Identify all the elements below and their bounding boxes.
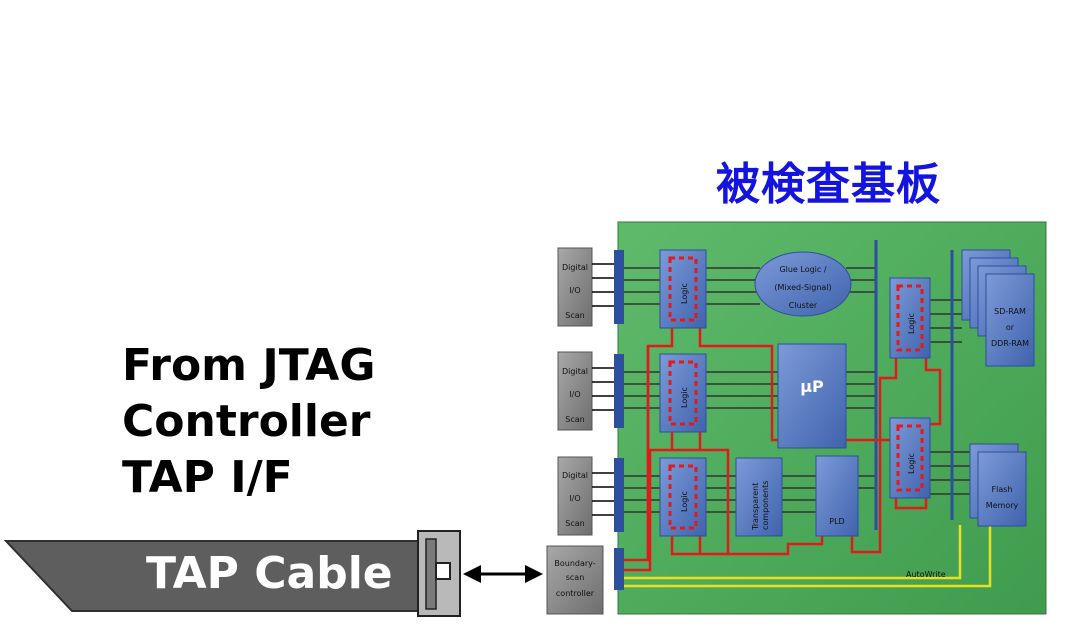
io-scan-2-line3: Scan xyxy=(565,415,584,424)
io-scan-1-line2: I/O xyxy=(569,286,580,295)
up-label: µP xyxy=(800,377,824,396)
logic-label-1: Logic xyxy=(680,283,689,304)
bidirectional-arrow xyxy=(463,565,543,583)
glue-line2: (Mixed-Signal) xyxy=(774,283,831,292)
pld xyxy=(815,455,859,537)
transparent-line2: components xyxy=(761,481,770,530)
io-scan-2-line2: I/O xyxy=(569,390,580,399)
io-scan-3-line1: Digital xyxy=(562,471,588,480)
sdram-line3: DDR-RAM xyxy=(991,339,1029,348)
from-line-2: Controller xyxy=(122,396,371,447)
io-scan-2-line1: Digital xyxy=(562,367,588,376)
tap-cable-label: TAP Cable xyxy=(146,548,393,599)
glue-line1: Glue Logic / xyxy=(779,265,826,274)
logic-label-2: Logic xyxy=(680,387,689,408)
bsc-line2: scan xyxy=(566,573,585,582)
autowrite-label: AutoWrite xyxy=(906,570,946,579)
flash-line1: Flash xyxy=(992,485,1013,494)
sdram-stack xyxy=(961,249,1035,367)
io-scan-3-line3: Scan xyxy=(565,519,584,528)
flash-line2: Memory xyxy=(986,501,1019,510)
transparent-components xyxy=(735,457,783,537)
glue-logic xyxy=(754,251,852,317)
sdram-line1: SD-RAM xyxy=(994,307,1026,316)
from-line-1: From JTAG xyxy=(122,340,376,391)
bsc-line3: controller xyxy=(556,589,595,598)
io-scan-3-line2: I/O xyxy=(569,494,580,503)
pld-label: PLD xyxy=(829,517,844,526)
sdram-line2: or xyxy=(1006,323,1015,332)
from-line-3: TAP I/F xyxy=(122,452,293,503)
logic-label-5: Logic xyxy=(907,453,916,474)
logic-label-4: Logic xyxy=(907,313,916,334)
flash-memory xyxy=(969,443,1027,527)
board-title: 被検査基板 xyxy=(716,159,941,210)
logic-label-3: Logic xyxy=(680,491,689,512)
jtag-source-label: From JTAG Controller TAP I/F xyxy=(122,338,375,506)
bsc-line1: Boundary- xyxy=(554,559,595,568)
transparent-line1: Transparent xyxy=(751,483,760,531)
io-scan-1-line3: Scan xyxy=(565,311,584,320)
glue-line3: Cluster xyxy=(789,301,818,310)
io-scan-blocks xyxy=(546,247,604,615)
io-scan-1-line1: Digital xyxy=(562,263,588,272)
microprocessor xyxy=(777,343,847,449)
